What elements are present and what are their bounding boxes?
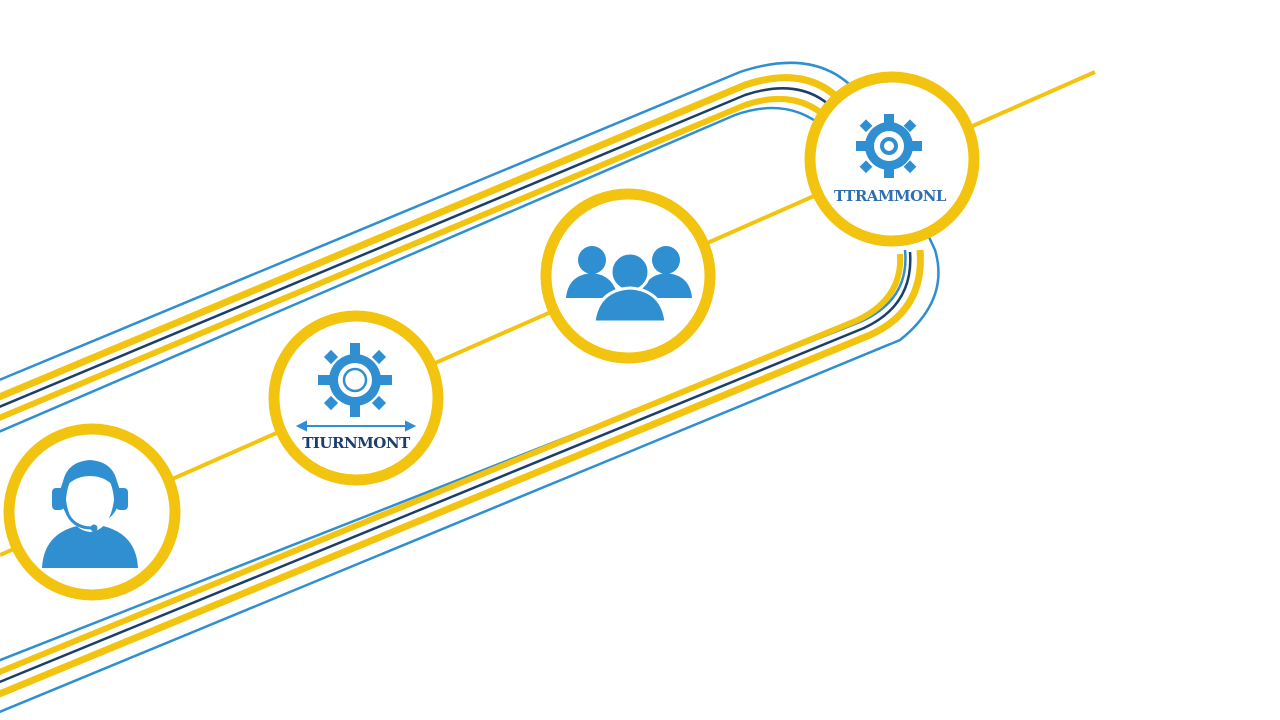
node-team xyxy=(540,188,716,364)
gear-icon xyxy=(856,114,922,178)
node-gear: TTRAMMONL xyxy=(804,71,980,247)
node-gear-arrows: TIURNMONT xyxy=(268,310,444,486)
node-support xyxy=(3,423,181,601)
team-group-icon xyxy=(566,246,692,324)
gear-arrows-icon xyxy=(295,343,417,432)
headset-agent-icon xyxy=(42,460,138,568)
node-gear-arrows-label: TIURNMONT xyxy=(302,434,411,452)
track-outer-blue xyxy=(0,61,940,714)
node-gear-label: TTRAMMONL xyxy=(834,187,947,205)
